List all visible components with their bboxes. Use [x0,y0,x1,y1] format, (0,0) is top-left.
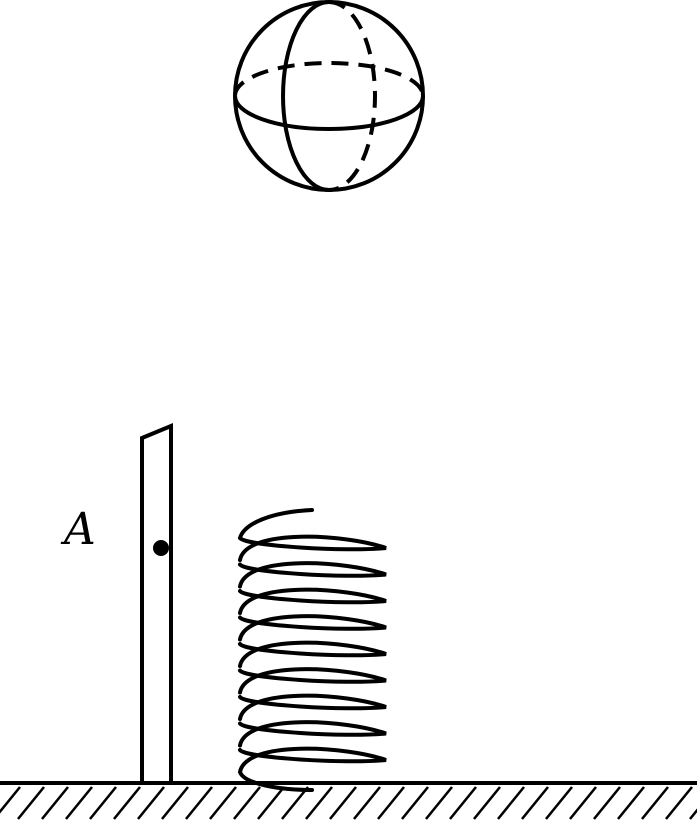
hatch-line [401,786,429,820]
hatch-line [689,808,697,820]
hatch-line [65,786,93,820]
ground-hatching [0,786,697,820]
hatch-line [473,786,501,820]
ball-meridian-front [281,0,330,192]
hatch-line [233,786,261,820]
hatch-line [329,786,357,820]
hatch-line [593,786,621,820]
hatch-line [17,786,45,820]
ground [0,781,697,820]
hatch-line [665,786,693,820]
hatch-line [353,786,381,820]
post-outline [140,423,173,783]
hatch-line [305,786,333,820]
ball [233,0,425,192]
hatch-line [89,786,117,820]
ball-meridian-back [328,0,377,192]
spring-coil [237,508,387,792]
hatch-line [545,786,573,820]
hatch-line [161,786,189,820]
hatch-line [257,786,285,820]
point-a-label: A [64,504,96,555]
hatch-line [569,786,597,820]
hatch-line [497,786,525,820]
ball-equator-front [233,95,425,131]
hatch-line [521,786,549,820]
hatch-line [617,786,645,820]
spring [237,508,387,792]
hatch-line [425,786,453,820]
hatch-line [137,786,165,820]
hatch-line [377,786,405,820]
hatch-line [0,786,21,814]
ball-outline [233,0,425,192]
hatch-line [449,786,477,820]
hatch-line [281,786,309,820]
hatch-line [41,786,69,820]
point-a-dot [153,540,169,556]
hatch-line [113,786,141,820]
hatch-line [209,786,237,820]
post [140,423,173,783]
hatch-line [641,786,669,820]
ball-equator-back [233,61,425,97]
hatch-line [185,786,213,820]
